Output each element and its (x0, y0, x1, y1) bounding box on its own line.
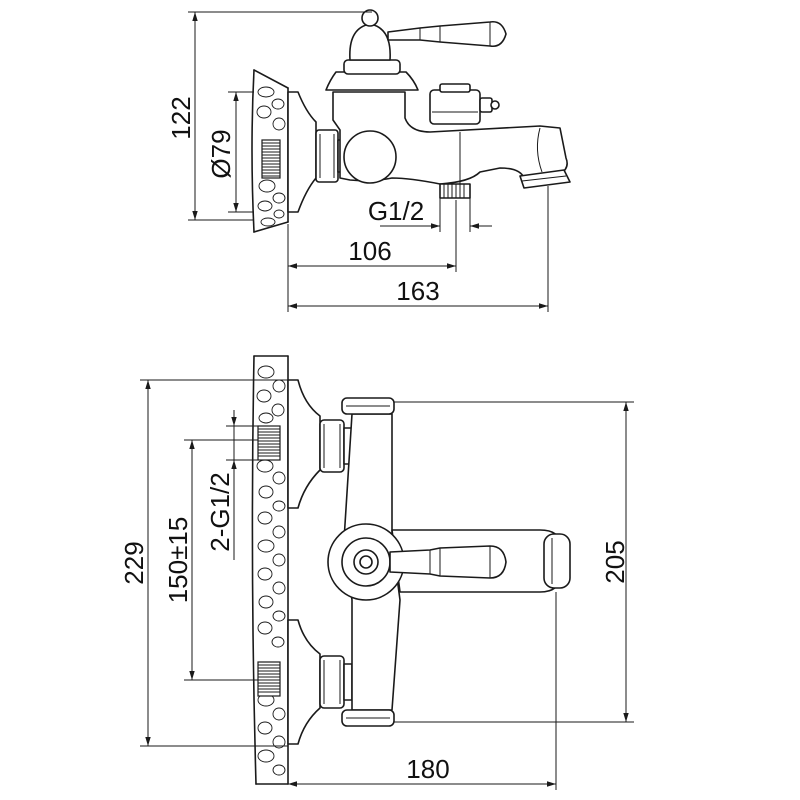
front-view-upper-escutcheon (287, 379, 353, 509)
side-view-dimensions (188, 11, 549, 312)
dim-2-g1-2: 2-G1/2 (205, 472, 235, 552)
front-view-dimensions (140, 379, 634, 790)
front-view: 229 150±15 2-G1/2 205 180 (119, 355, 634, 790)
dim-106: 106 (348, 236, 391, 266)
side-view-outlet-thread (439, 183, 471, 199)
front-view-lower-escutcheon (287, 619, 353, 745)
front-view-wall (251, 355, 289, 785)
dim-g1-2: G1/2 (368, 196, 424, 226)
side-view-wall (251, 69, 289, 233)
side-view-handle (325, 9, 507, 91)
front-view-handle-disc (327, 523, 405, 601)
side-view-body (332, 91, 571, 189)
dim-150-15: 150±15 (163, 517, 193, 604)
dim-diameter-79: Ø79 (206, 129, 236, 178)
dim-229: 229 (119, 541, 149, 584)
side-view-threaded-pipe (261, 139, 281, 179)
dim-122: 122 (166, 96, 196, 139)
front-view-upper-threaded-pipe (257, 425, 281, 461)
dim-163: 163 (396, 276, 439, 306)
side-view: 122 Ø79 G1/2 106 163 (166, 9, 571, 312)
side-view-diverter-knob (429, 83, 500, 125)
dim-180: 180 (406, 754, 449, 784)
front-view-lever-handle (389, 545, 507, 579)
front-view-lower-threaded-pipe (257, 661, 281, 697)
dim-205: 205 (600, 540, 630, 583)
